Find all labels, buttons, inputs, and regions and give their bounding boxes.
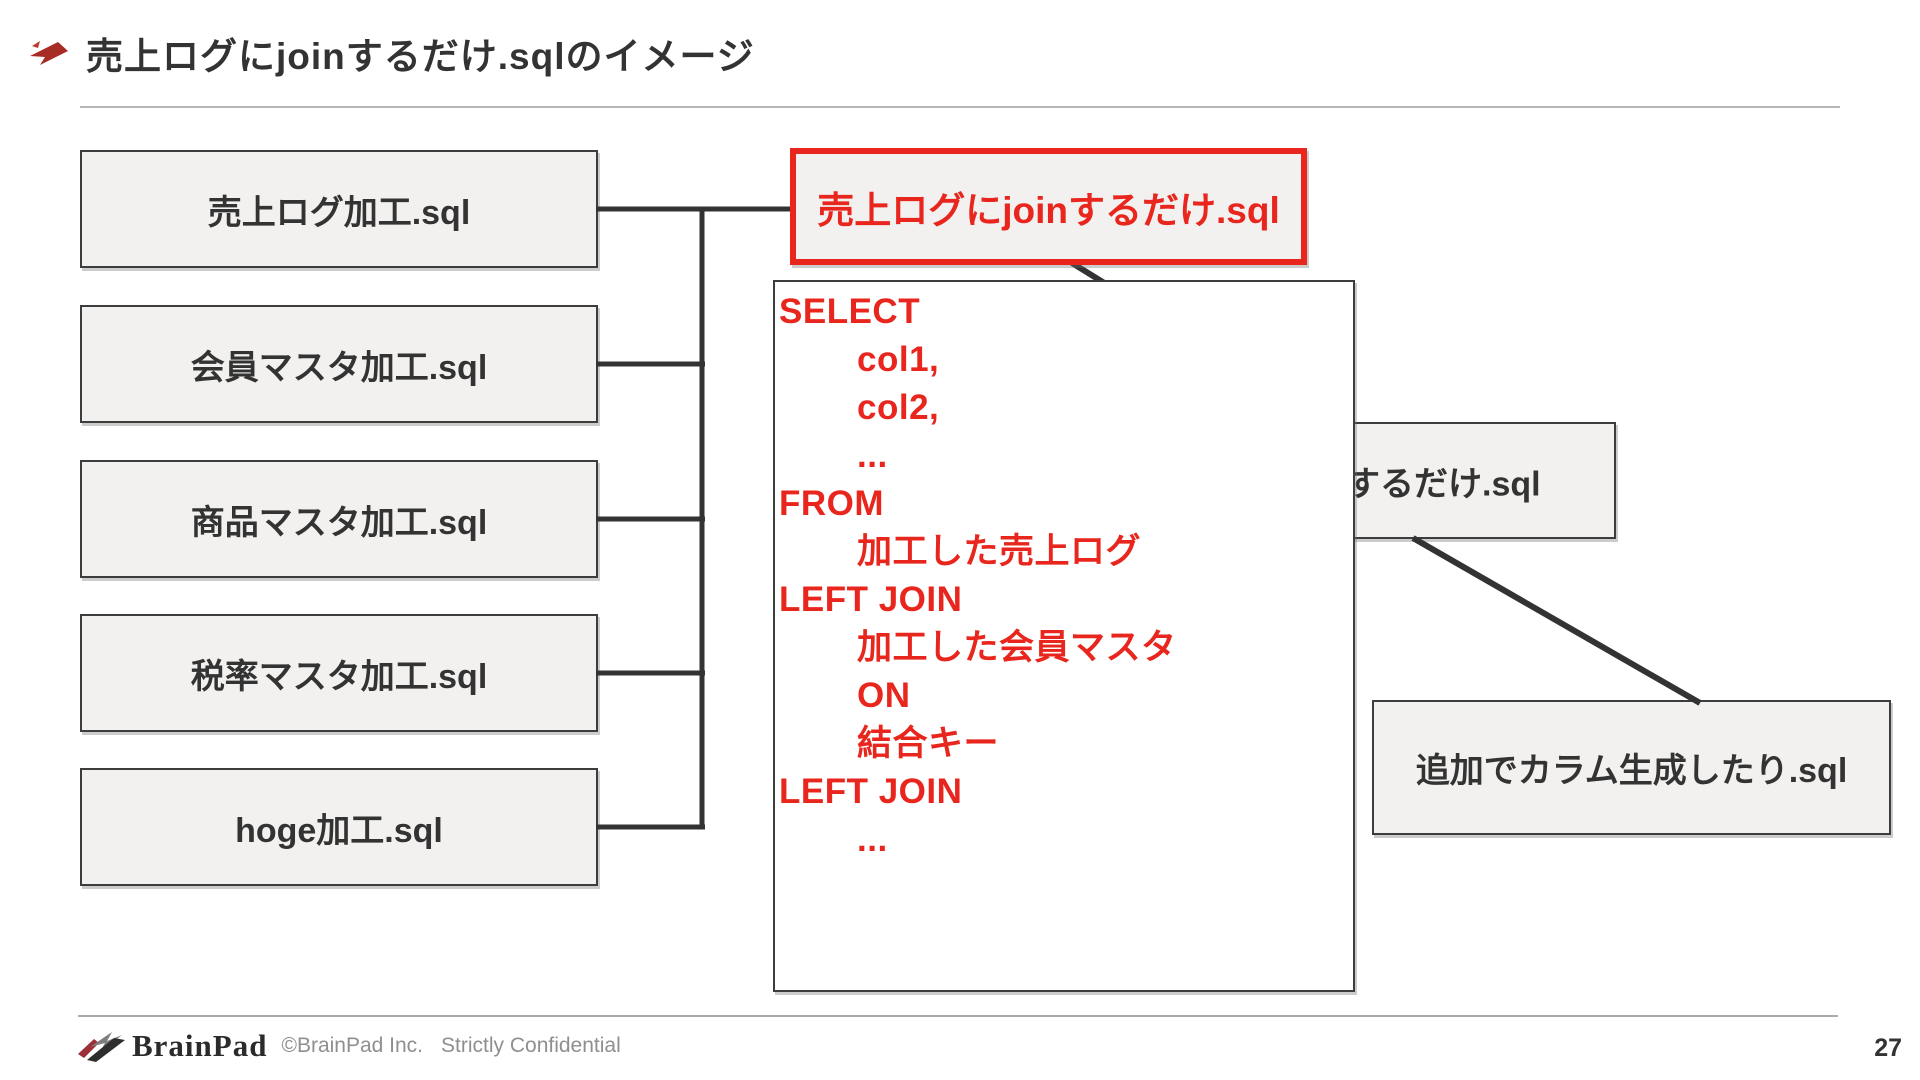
code-line-11: ... (857, 820, 888, 859)
node-label: 売上ログにjoinするだけ.sql (817, 189, 1280, 231)
node-append-columns-sql: 追加でカラム生成したり.sql (1372, 700, 1891, 835)
node-label: するだけ.sql (1346, 465, 1541, 503)
node-join-sql-highlight: 売上ログにjoinするだけ.sql (790, 148, 1307, 265)
node-source-sql-4: hoge加工.sql (80, 768, 598, 886)
node-label: 売上ログ加工.sql (207, 193, 471, 232)
footer: BrainPad ©BrainPad Inc. Strictly Confide… (78, 1028, 621, 1064)
page-title: 売上ログにjoinするだけ.sqlのイメージ (86, 36, 755, 77)
slide-header: 売上ログにjoinするだけ.sqlのイメージ (30, 26, 755, 80)
node-source-sql-2: 商品マスタ加工.sql (80, 460, 598, 578)
copyright-text: ©BrainPad Inc. (281, 1034, 424, 1057)
node-source-sql-1: 会員マスタ加工.sql (80, 305, 598, 423)
brand-bolt-icon (30, 41, 68, 65)
node-source-sql-3: 税率マスタ加工.sql (80, 614, 598, 732)
code-line-4: FROM (779, 484, 885, 523)
code-line-5: 加工した売上ログ (857, 532, 1142, 571)
code-line-9: 結合キー (857, 724, 1000, 763)
node-label: 商品マスタ加工.sql (190, 503, 488, 542)
code-line-0: SELECT (779, 292, 921, 331)
sql-code-panel: SELECT col1, col2,... FROM 加工した売上ログ LEFT JOIN… (773, 280, 1355, 992)
code-line-2: col2, (857, 388, 940, 427)
sql-code-lines: SELECT col1, col2,... FROM 加工した売上ログ LEFT JOIN… (779, 288, 1353, 864)
code-line-1: col1, (857, 340, 940, 379)
node-label: hoge加工.sql (235, 811, 443, 850)
node-source-sql-0: 売上ログ加工.sql (80, 150, 598, 268)
code-line-3: ... (857, 436, 888, 475)
footer-divider (78, 1015, 1838, 1017)
brainpad-logo-text: BrainPad (132, 1028, 268, 1063)
page-number: 27 (1874, 1034, 1902, 1062)
brainpad-logo-icon (78, 1032, 125, 1062)
node-label: 税率マスタ加工.sql (190, 657, 488, 696)
confidential-text: Strictly Confidential (441, 1034, 621, 1057)
title-divider (80, 106, 1840, 108)
node-label: 追加でカラム生成したり.sql (1415, 752, 1848, 790)
code-line-6: LEFT JOIN (779, 580, 963, 619)
node-label: 会員マスタ加工.sql (190, 348, 488, 387)
code-line-7: 加工した会員マスタ (857, 628, 1177, 667)
code-line-8: ON (857, 676, 911, 715)
code-line-10: LEFT JOIN (779, 772, 963, 811)
